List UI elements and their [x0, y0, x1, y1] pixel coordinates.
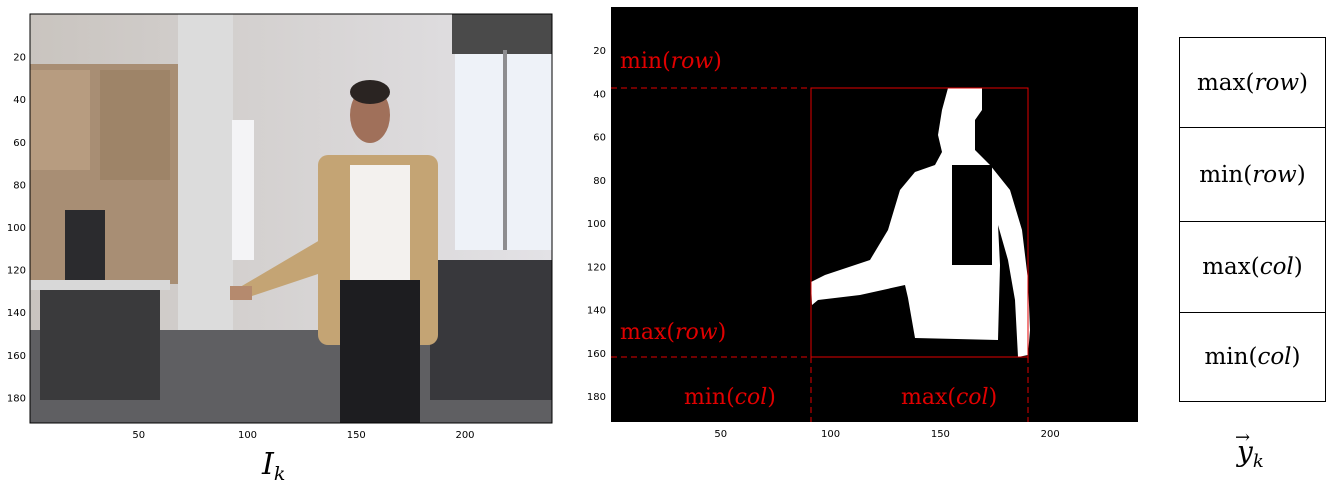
vector-cell-max-row-arg: row — [1254, 69, 1300, 96]
bounding-box — [810, 87, 1029, 358]
vector-cell-min-col: min(col) — [1204, 344, 1301, 370]
mid-x-tick-100: 100 — [821, 429, 840, 440]
mask-axes — [611, 7, 1138, 422]
mid-y-tick-160: 160 — [587, 349, 606, 360]
left-y-tick-160: 160 — [7, 351, 26, 362]
vector-caption: → yk — [1235, 427, 1264, 472]
vector-cell-max-col-arg: col — [1259, 254, 1294, 280]
mid-y-tick-40: 40 — [593, 89, 606, 100]
min-col-label: min(col) — [684, 385, 776, 410]
vector-cell-max-row-fn: max — [1197, 69, 1246, 96]
vector-cell-max-col: max(col) — [1179, 222, 1326, 313]
left-caption-main: I — [261, 447, 275, 482]
mid-y-tick-20: 20 — [593, 46, 606, 57]
vector-cell-min-row-arg: row — [1252, 161, 1297, 188]
mid-y-tick-100: 100 — [587, 219, 606, 230]
left-caption: Ik — [261, 447, 285, 483]
vector-caption-main: y — [1235, 435, 1254, 468]
left-y-tick-180: 180 — [7, 393, 26, 404]
left-x-tick-150: 150 — [347, 430, 366, 441]
min-row-label: min(row) — [620, 49, 722, 74]
mid-y-tick-60: 60 — [593, 133, 606, 144]
mid-x-tick-50: 50 — [714, 429, 727, 440]
left-y-tick-60: 60 — [13, 138, 26, 149]
left-y-tick-140: 140 — [7, 308, 26, 319]
left-y-tick-40: 40 — [13, 95, 26, 106]
mid-x-tick-200: 200 — [1041, 429, 1060, 440]
left-y-tick-80: 80 — [13, 180, 26, 191]
vector-cell-min-col-fn: min — [1204, 344, 1249, 370]
vector-caption-sub: k — [1253, 451, 1264, 472]
mid-y-tick-180: 180 — [587, 392, 606, 403]
mid-y-tick-120: 120 — [587, 262, 606, 273]
vector-caption-arrow: → — [1235, 427, 1250, 448]
left-axes — [29, 13, 553, 424]
mask-image-plot: min(row) max(row) min(col) max(col) 20 40… — [587, 7, 1138, 440]
vector-cell-max-row: max(row) — [1179, 38, 1326, 128]
left-x-tick-50: 50 — [132, 430, 145, 441]
mid-x-tick-150: 150 — [931, 429, 950, 440]
photo-scene — [30, 14, 552, 423]
left-y-tick-100: 100 — [7, 223, 26, 234]
svg-text:yk: yk — [1235, 435, 1264, 472]
vector-cell-min-col-arg: col — [1257, 344, 1292, 370]
mid-y-tick-80: 80 — [593, 176, 606, 187]
vector-cell-min-row-fn: min — [1199, 161, 1244, 188]
max-col-label: max(col) — [901, 385, 997, 410]
left-y-tick-120: 120 — [7, 266, 26, 277]
left-caption-sub: k — [274, 463, 286, 483]
mid-y-tick-140: 140 — [587, 306, 606, 317]
left-x-tick-100: 100 — [238, 430, 257, 441]
left-y-tick-20: 20 — [13, 53, 26, 64]
vector-cell-min-row: min(row) — [1179, 128, 1326, 222]
left-image-plot: 20 40 60 80 100 120 140 160 180 50 100 150 200 Ik — [7, 13, 553, 483]
silhouette-dark-strip — [952, 165, 992, 276]
vector-cell-max-col-fn: max — [1202, 254, 1251, 280]
max-row-label: max(row) — [620, 320, 726, 345]
feature-vector-box — [1179, 37, 1326, 402]
silhouette — [811, 88, 1030, 357]
left-x-tick-200: 200 — [455, 430, 474, 441]
